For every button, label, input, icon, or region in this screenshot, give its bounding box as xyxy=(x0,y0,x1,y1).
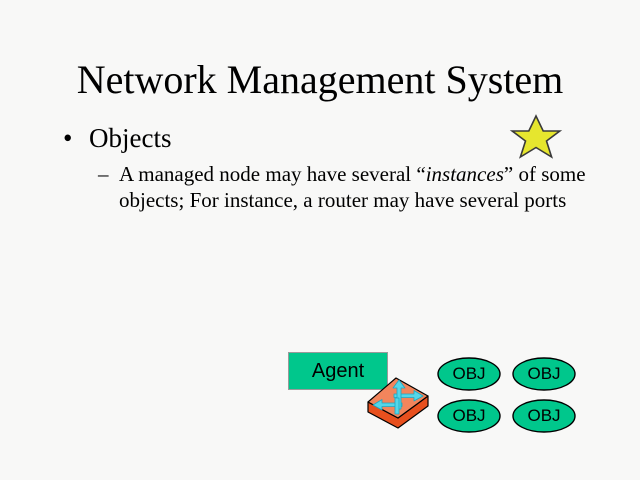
slide-title: Network Management System xyxy=(76,57,564,102)
agent-node[interactable]: Agent xyxy=(288,352,388,390)
object-node[interactable]: OBJ xyxy=(437,399,501,433)
bullet-level2-label: A managed node may have several “instanc… xyxy=(119,162,589,213)
object-node-label: OBJ xyxy=(527,406,561,425)
bullet-level2-text-part2: ” of some objects; For instance, a route… xyxy=(119,162,586,212)
bullet-dash-icon: – xyxy=(98,162,109,186)
bullet-level1-label: Objects xyxy=(89,123,172,153)
object-node-label: OBJ xyxy=(452,406,486,425)
bullet-level2-text-part1: A managed node may have several “ xyxy=(119,162,426,186)
bullet-dot-icon: • xyxy=(63,123,73,153)
router-icon[interactable] xyxy=(366,376,430,430)
bullet-level2-emphasis: instances xyxy=(425,162,504,186)
object-node[interactable]: OBJ xyxy=(437,357,501,391)
bullet-level1: • Objects xyxy=(60,122,600,155)
object-node-label: OBJ xyxy=(527,364,561,383)
star-icon xyxy=(508,114,564,159)
bullet-level2: – A managed node may have several “insta… xyxy=(98,162,589,213)
object-node[interactable]: OBJ xyxy=(512,357,576,391)
slide-body: • Objects – A managed node may have seve… xyxy=(60,122,600,213)
object-node[interactable]: OBJ xyxy=(512,399,576,433)
object-node-label: OBJ xyxy=(452,364,486,383)
agent-node-label: Agent xyxy=(311,359,365,382)
